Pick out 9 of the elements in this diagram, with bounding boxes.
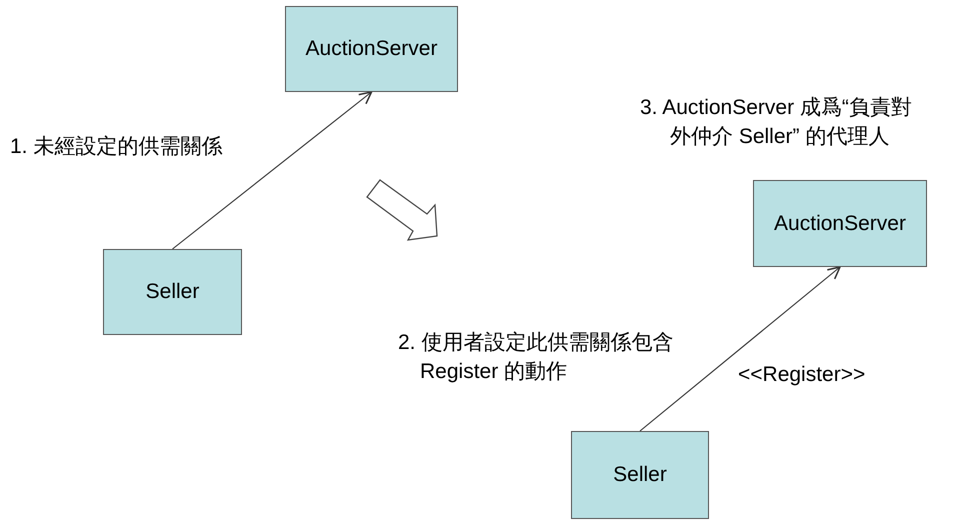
arrow — [172, 91, 372, 250]
class-box: Seller — [571, 431, 709, 519]
note-text: 2. 使用者設定此供需關係包含 Register 的動作 — [398, 330, 674, 385]
class-box: AuctionServer — [753, 180, 927, 267]
class-box: AuctionServer — [285, 6, 458, 92]
class-box: Seller — [103, 249, 242, 335]
note-text: 3. AuctionServer 成爲“負責對外仲介 Seller” 的代理人 — [640, 95, 913, 150]
note-text: 1. 未經設定的供需關係 — [10, 134, 224, 160]
arrow — [640, 266, 841, 432]
